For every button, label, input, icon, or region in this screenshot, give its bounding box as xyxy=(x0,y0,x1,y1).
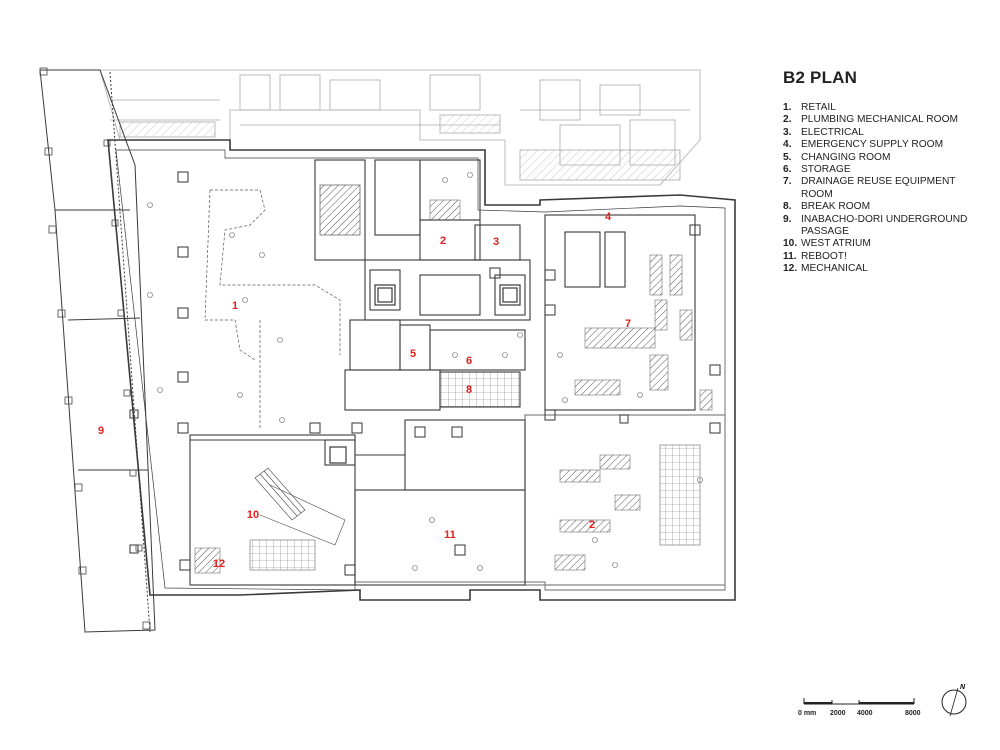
legend-item: 9. INABACHO-DORI UNDERGROUND PASSAGE xyxy=(783,214,988,239)
scale-bar-graphic xyxy=(803,698,915,705)
north-arrow-icon: N xyxy=(941,684,967,717)
legend-number: 7. xyxy=(783,176,792,188)
north-label: N xyxy=(960,684,966,691)
legend-number: 5. xyxy=(783,151,792,163)
legend-item: 7. DRAINAGE REUSE EQUIPMENT ROOM xyxy=(783,176,988,201)
room-label: 9 xyxy=(98,425,104,437)
legend-number: 11. xyxy=(783,250,797,262)
legend-label: PLUMBING MECHANICAL ROOM xyxy=(801,114,958,126)
room-label: 11 xyxy=(444,529,456,541)
scale-label-8000: 8000 xyxy=(905,710,921,717)
atrium-stair xyxy=(254,467,346,546)
legend-number: 2. xyxy=(783,114,792,126)
room-label: 2 xyxy=(589,519,595,531)
legend-number: 3. xyxy=(783,126,792,138)
legend-label: STORAGE xyxy=(801,164,851,176)
legend-label: DRAINAGE REUSE EQUIPMENT ROOM xyxy=(801,176,956,200)
legend-item: 3. ELECTRICAL xyxy=(783,127,988,139)
legend-item: 1. RETAIL xyxy=(783,102,988,114)
legend-label: CHANGING ROOM xyxy=(801,151,891,163)
building-outline xyxy=(107,139,736,601)
scale-label-2000: 2000 xyxy=(830,710,846,717)
elevators xyxy=(329,284,521,464)
legend-number: 1. xyxy=(783,102,792,113)
legend-item: 11. REBOOT! xyxy=(783,251,988,263)
room-label: 10 xyxy=(247,509,259,521)
retail-area xyxy=(204,189,341,430)
legend-label: RETAIL xyxy=(801,102,836,113)
legend: B2 PLAN 1. RETAIL 2. PLUMBING MECHANICAL RO… xyxy=(783,68,988,276)
legend-item: 5. CHANGING ROOM xyxy=(783,152,988,164)
legend-label: REBOOT! xyxy=(801,250,847,262)
room-label: 2 xyxy=(440,235,446,247)
passage-outline xyxy=(39,69,156,633)
core-walls xyxy=(189,159,726,586)
equipment-hatch xyxy=(194,199,713,574)
legend-item: 8. BREAK ROOM xyxy=(783,201,988,213)
legend-label: WEST ATRIUM xyxy=(801,238,871,250)
room-label: 5 xyxy=(410,348,416,360)
north-arrow: N xyxy=(938,682,970,720)
legend-label: INABACHO-DORI UNDERGROUND PASSAGE xyxy=(801,213,968,238)
room-label: 1 xyxy=(232,300,238,312)
legend-label: ELECTRICAL xyxy=(801,126,864,138)
legend-item: 12.MECHANICAL xyxy=(783,263,988,275)
legend-item: 4. EMERGENCY SUPPLY ROOM xyxy=(783,139,988,151)
legend-number: 12. xyxy=(783,263,798,275)
legend-list: 1. RETAIL 2. PLUMBING MECHANICAL ROOM 3. ELEC… xyxy=(783,102,988,276)
equipment-grid xyxy=(249,444,701,571)
legend-number: 9. xyxy=(783,213,792,225)
legend-label: BREAK ROOM xyxy=(801,201,871,213)
room-label: 7 xyxy=(625,318,631,330)
legend-number: 8. xyxy=(783,201,792,213)
room-label: 6 xyxy=(466,355,472,367)
columns xyxy=(129,171,721,576)
scale-label-4000: 4000 xyxy=(857,710,873,717)
legend-number: 10. xyxy=(783,238,798,250)
legend-label: MECHANICAL xyxy=(801,263,868,275)
fixtures xyxy=(147,172,703,571)
room-label: 12 xyxy=(213,558,225,570)
plan-title: B2 PLAN xyxy=(783,68,858,87)
room-label: 4 xyxy=(605,211,612,223)
legend-number: 6. xyxy=(783,164,792,176)
legend-item: 6. STORAGE xyxy=(783,164,988,176)
legend-item: 10.WEST ATRIUM xyxy=(783,238,988,250)
legend-item: 2. PLUMBING MECHANICAL ROOM xyxy=(783,114,988,126)
legend-label: EMERGENCY SUPPLY ROOM xyxy=(801,139,944,151)
room-labels: 1 2 3 4 5 6 7 8 9 10 11 2 12 xyxy=(98,211,631,570)
scale-label-0: 0 mm xyxy=(798,710,817,717)
scale-bar: 0 mm 2000 4000 8000 xyxy=(798,690,922,720)
room-label: 8 xyxy=(466,384,472,396)
context-above xyxy=(99,69,701,186)
room-label: 3 xyxy=(493,236,499,248)
legend-number: 4. xyxy=(783,139,792,151)
